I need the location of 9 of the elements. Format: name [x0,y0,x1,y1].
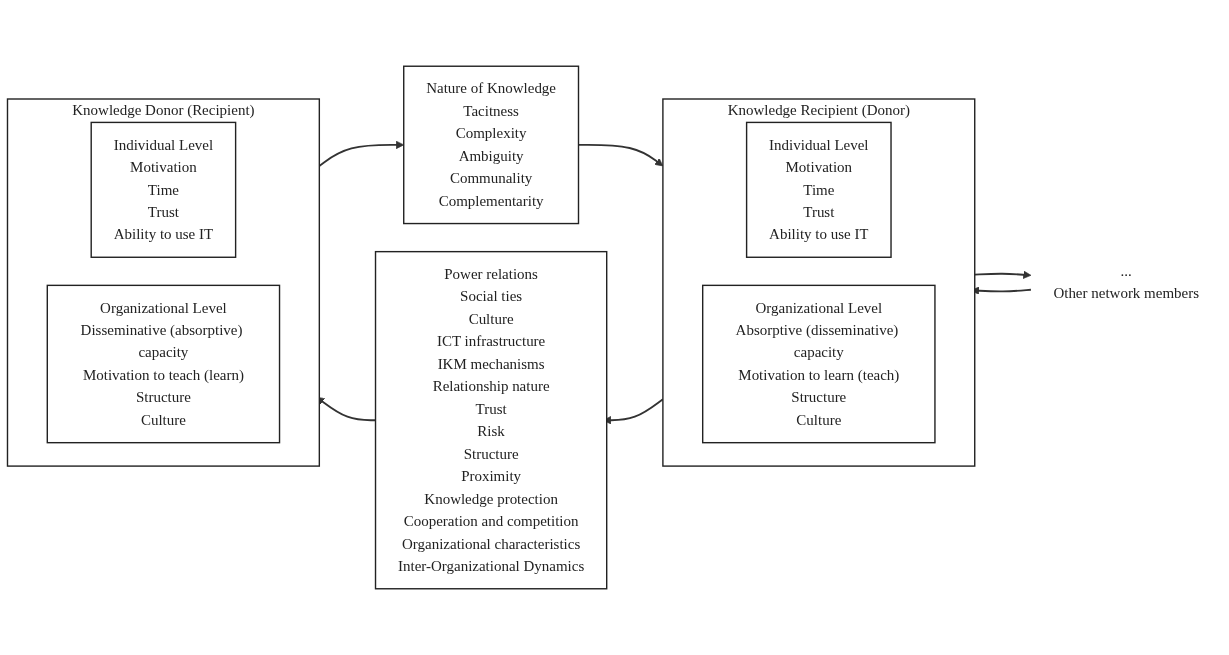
cluster [6,98,321,467]
node-box [374,250,608,590]
node-box [90,121,237,258]
node-box [46,284,281,444]
node-text: ... Other network members [1053,262,1200,302]
node-box [702,284,936,444]
cluster [662,98,976,467]
node-box [403,65,580,225]
node-box [745,121,892,258]
